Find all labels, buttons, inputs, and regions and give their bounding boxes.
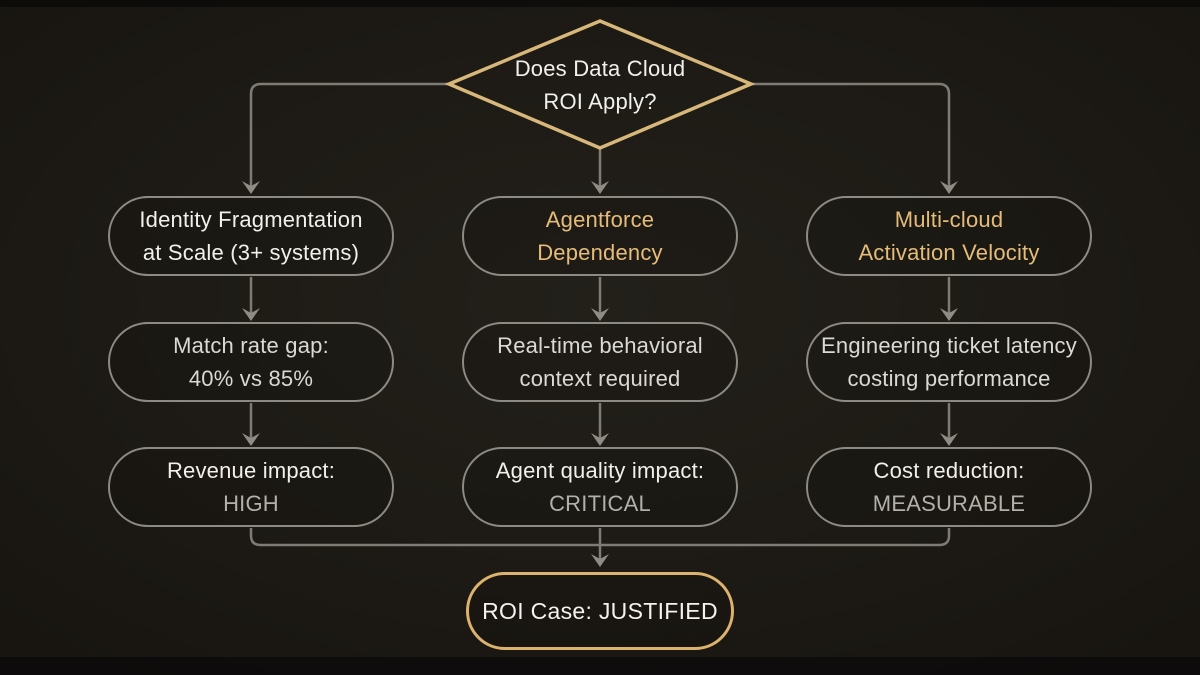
- node-text: at Scale (3+ systems): [142, 240, 360, 265]
- node-impact-value: HIGH: [223, 491, 279, 516]
- node-match-rate-gap: Match rate gap: 40% vs 85%: [108, 322, 394, 402]
- node-text: Activation Velocity: [858, 240, 1040, 265]
- node-impact-value: CRITICAL: [549, 491, 651, 516]
- result-label: ROI Case: JUSTIFIED: [482, 597, 718, 624]
- result-roi-justified: ROI Case: JUSTIFIED: [466, 572, 734, 650]
- branch-right-line: [751, 82, 951, 188]
- node-text: Multi-cloud: [894, 207, 1004, 232]
- node-text: context required: [519, 366, 681, 391]
- node-text: Revenue impact:: [166, 458, 336, 483]
- node-text: Engineering ticket latency: [821, 333, 1077, 358]
- node-text: Identity Fragmentation: [139, 207, 363, 232]
- node-agentforce-dependency: Agentforce Dependency: [462, 196, 738, 276]
- node-text: Real-time behavioral: [497, 333, 703, 358]
- node-text: costing performance: [847, 366, 1051, 391]
- node-agent-quality-impact: Agent quality impact: CRITICAL: [462, 447, 738, 527]
- decision-diamond-label: Does Data Cloud ROI Apply?: [450, 42, 750, 128]
- branch-left-line: [249, 82, 449, 188]
- node-identity-fragmentation: Identity Fragmentation at Scale (3+ syst…: [108, 196, 394, 276]
- node-text: Cost reduction:: [873, 458, 1025, 483]
- node-cost-reduction: Cost reduction: MEASURABLE: [806, 447, 1092, 527]
- node-multi-cloud-velocity: Multi-cloud Activation Velocity: [806, 196, 1092, 276]
- node-text: Dependency: [537, 240, 663, 265]
- node-text: Agent quality impact:: [495, 458, 705, 483]
- node-revenue-impact: Revenue impact: HIGH: [108, 447, 394, 527]
- node-text: Match rate gap:: [173, 333, 329, 358]
- decision-diamond-shape: [444, 19, 756, 150]
- decision-text-line2: ROI Apply?: [543, 89, 657, 114]
- node-text: Agentforce: [545, 207, 655, 232]
- node-ticket-latency: Engineering ticket latency costing perfo…: [806, 322, 1092, 402]
- node-text: 40% vs 85%: [188, 366, 314, 391]
- node-realtime-behavioral-context: Real-time behavioral context required: [462, 322, 738, 402]
- node-impact-value: MEASURABLE: [872, 491, 1026, 516]
- arrowheads: [242, 181, 958, 567]
- decision-text-line1: Does Data Cloud: [514, 56, 686, 81]
